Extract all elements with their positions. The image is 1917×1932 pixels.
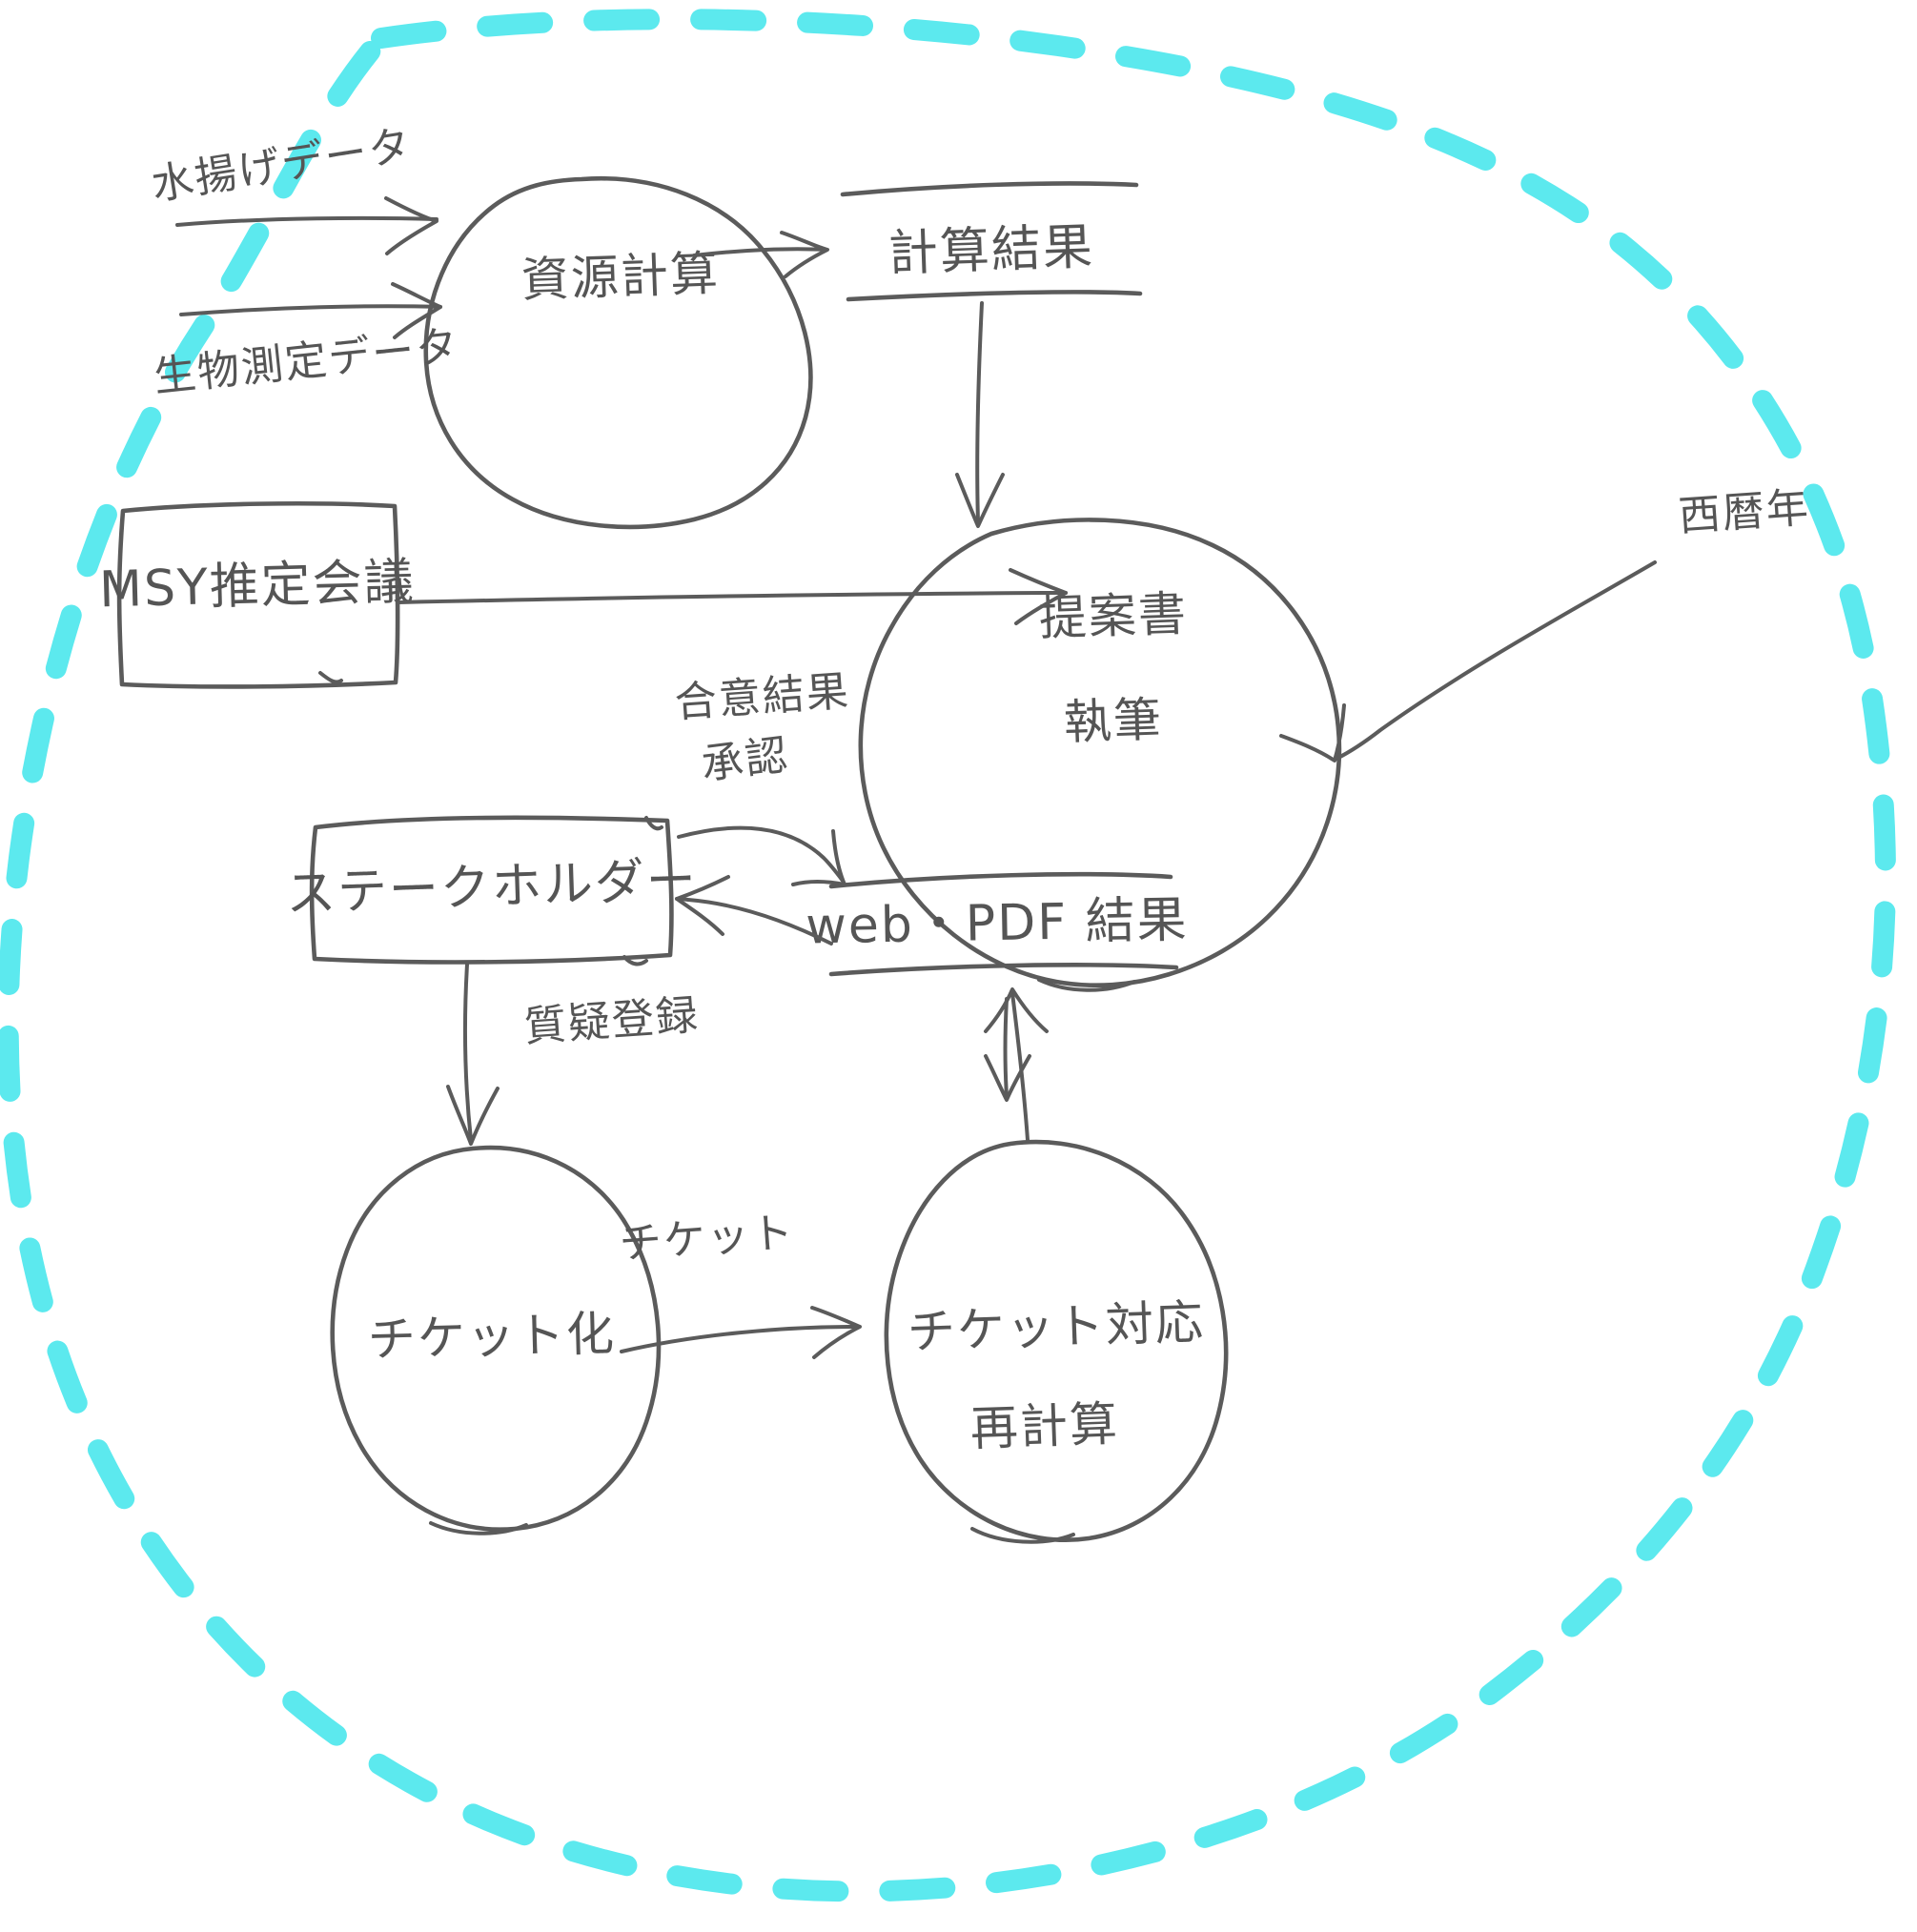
process-label-ticket-taiou-line1: チケット対応: [907, 1294, 1206, 1360]
process-label-shigen-keisan: 資源計算: [520, 246, 721, 308]
store-label-web-pdf: web・PDF 結果: [806, 892, 1189, 956]
process-circle-outline: [423, 175, 813, 530]
entity-stakeholder: ステークホルダー: [285, 815, 699, 966]
edge-line: [677, 825, 845, 883]
process-label-teiansho-line2: 執筆: [1063, 692, 1164, 751]
edge-ticket: チケット: [618, 1209, 862, 1359]
entity-label-stakeholder: ステークホルダー: [285, 851, 699, 923]
edge-arrowhead: [780, 231, 829, 278]
edge-line: [179, 304, 442, 316]
store-bottom-line: [828, 963, 1179, 977]
process-circle-tail: [970, 1527, 1075, 1544]
edge-kekka-to-teiansho: [955, 301, 1005, 528]
edge-line: [175, 215, 438, 227]
edge-label-goui-kekka: 合意結果: [673, 667, 851, 728]
entity-box-nick: [318, 671, 343, 684]
process-ticket-ka: チケット化: [330, 1145, 662, 1535]
process-circle-tail: [429, 1521, 528, 1535]
edge-ticket-taiou-to-webpdf: [984, 987, 1049, 1142]
store-top-line: [840, 181, 1139, 197]
entity-box-nick-top: [644, 816, 663, 831]
edge-arrowhead: [675, 875, 730, 936]
edge-shounin: 承認: [677, 731, 846, 886]
edge-line: [1010, 991, 1030, 1142]
edge-arrowhead: [984, 987, 1049, 1033]
entity-box-outline: [116, 500, 400, 689]
edge-shitsugi-touroku: 質疑登録: [446, 963, 701, 1146]
edge-line: [462, 963, 473, 1142]
edge-arrowhead: [446, 1085, 500, 1146]
entity-msy-kaigi: MSY推定会議: [98, 500, 416, 689]
edge-line: [1003, 997, 1009, 1098]
process-ticket-taiou: チケット対応 再計算: [884, 1139, 1229, 1544]
edge-label-ticket: チケット: [618, 1209, 796, 1270]
edge-webpdf-to-stakeholder: [675, 875, 833, 946]
edge-goui-kekka: 合意結果: [397, 568, 1068, 728]
entity-label-msy-kaigi: MSY推定会議: [98, 554, 416, 620]
entity-box-nick-bottom: [622, 955, 648, 966]
store-top-line: [828, 871, 1173, 889]
edge-shigen-to-kekka: [692, 231, 829, 278]
edge-arrowhead: [1279, 703, 1346, 763]
edge-line: [692, 247, 827, 257]
edge-mizuage-data: 水揚げデータ: [148, 121, 438, 255]
store-label-keisan-kekka: 計算結果: [887, 218, 1095, 283]
edge-line: [1335, 560, 1657, 761]
edge-seireki-nen: 西暦年: [1279, 483, 1811, 763]
process-label-ticket-ka: チケット化: [367, 1306, 616, 1368]
edge-arrowhead: [391, 282, 442, 339]
data-store-keisan-kekka: 計算結果: [840, 181, 1143, 302]
edge-label-seireki-nen: 西暦年: [1677, 483, 1811, 541]
edge-line: [397, 591, 1068, 604]
process-shigen-keisan: 資源計算: [423, 175, 813, 530]
edge-arrowhead: [1009, 568, 1068, 625]
process-circle-outline: [858, 518, 1342, 988]
entity-box-outline: [309, 815, 674, 965]
edge-label-shounin: 承認: [699, 731, 792, 790]
edge-arrowhead: [810, 1306, 862, 1359]
edge-arrowhead: [384, 196, 438, 255]
process-circle-outline: [884, 1139, 1229, 1543]
store-bottom-line: [846, 290, 1143, 302]
edge-line: [975, 301, 984, 524]
system-boundary: [0, 9, 1896, 1902]
edge-line: [620, 1325, 860, 1353]
edge-label-shitsugi-touroku: 質疑登録: [522, 991, 701, 1052]
process-circle-tail: [1037, 978, 1136, 992]
process-label-ticket-taiou-line2: 再計算: [969, 1396, 1120, 1456]
data-store-web-pdf: web・PDF 結果: [806, 871, 1189, 977]
edge-arrowhead: [791, 829, 846, 886]
edge-arrowhead: [955, 473, 1005, 528]
